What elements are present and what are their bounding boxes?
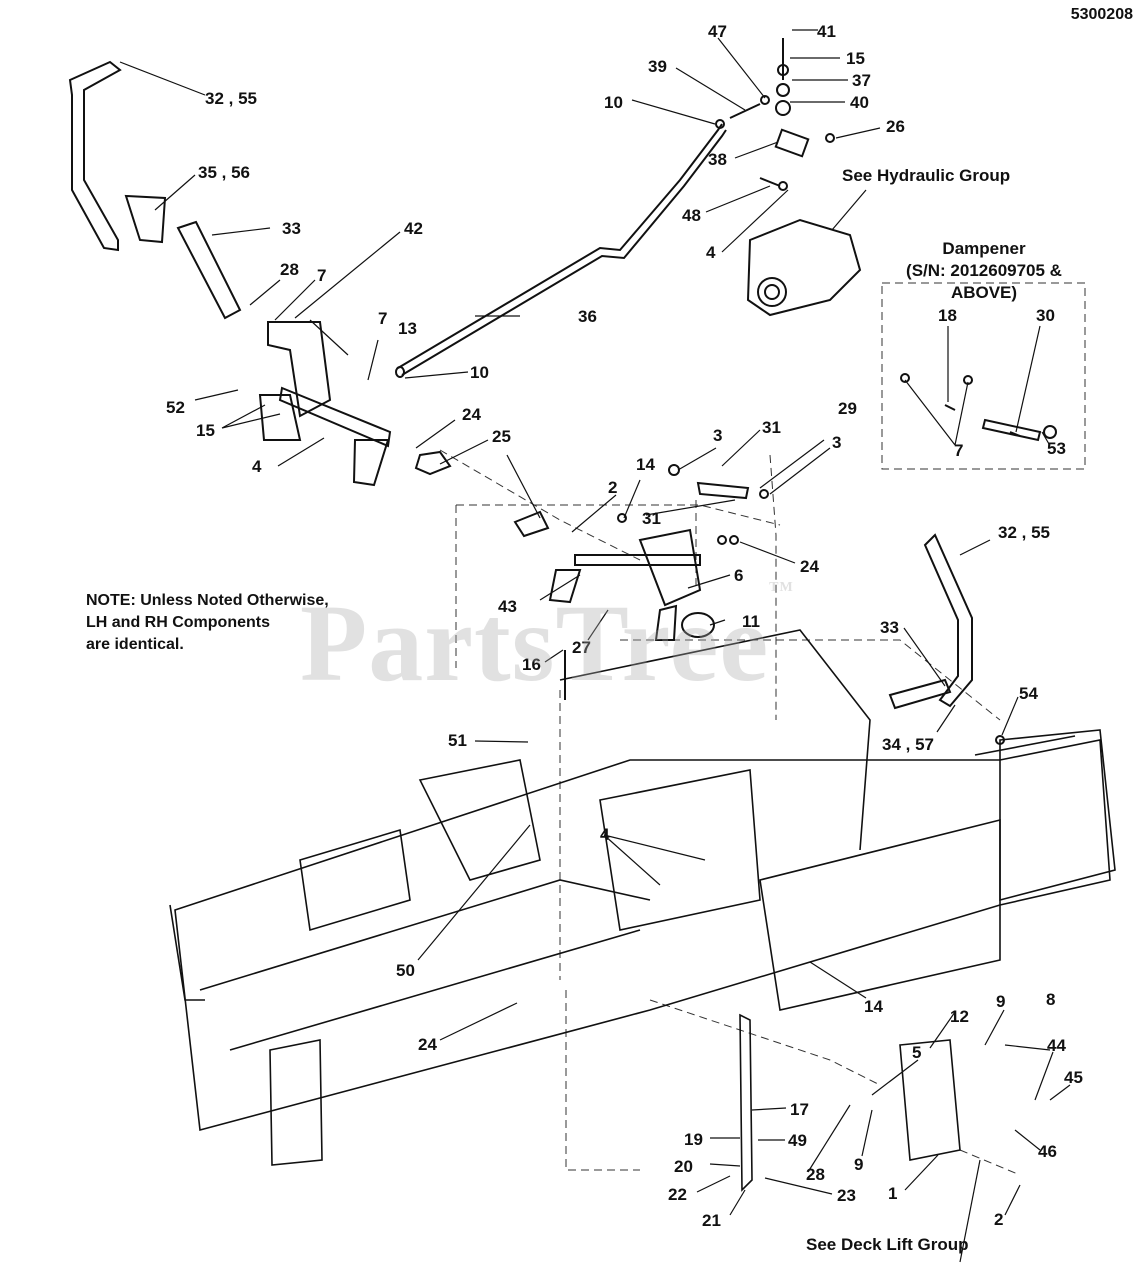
callout-3: 3	[713, 426, 722, 445]
callout-21: 21	[702, 1211, 721, 1230]
callout-33: 33	[880, 618, 899, 637]
callout-37: 37	[852, 71, 871, 90]
callout-4: 4	[600, 825, 610, 844]
callout-10: 10	[470, 363, 489, 382]
leader-lines	[119, 29, 1071, 1263]
document-number: 5300208	[1070, 6, 1133, 23]
callout-31: 31	[642, 509, 661, 528]
control-rod	[395, 123, 727, 378]
callout-9: 9	[854, 1155, 863, 1174]
callout-3: 3	[832, 433, 841, 452]
callout-13: 13	[398, 319, 417, 338]
control-lever-left	[68, 60, 392, 487]
callout-2: 2	[994, 1210, 1003, 1229]
dampener-heading: Dampener (S/N: 2012609705 & ABOVE)	[884, 238, 1084, 304]
callout-48: 48	[682, 206, 701, 225]
callout-7: 7	[954, 441, 963, 460]
callout-23: 23	[837, 1186, 856, 1205]
callout-49: 49	[788, 1131, 807, 1150]
callout-53: 53	[1047, 439, 1066, 458]
callout-26: 26	[886, 117, 905, 136]
callout-22: 22	[668, 1185, 687, 1204]
mower-frame	[169, 629, 1116, 1192]
assembly-guide-lines	[439, 282, 1086, 1176]
watermark-tm: TM	[769, 580, 794, 595]
callout-6: 6	[734, 566, 743, 585]
callout-52: 52	[166, 398, 185, 417]
callout-9: 9	[996, 992, 1005, 1011]
watermark-text: PartsTree	[300, 582, 770, 704]
callout-35-56: 35 , 56	[198, 163, 250, 182]
callout-27: 27	[572, 638, 591, 657]
callout-50: 50	[396, 961, 415, 980]
callout-labels: 41 47 15 39 37 10 40 26 38 48 4 32 , 55 …	[166, 22, 1083, 1230]
mid-linkage-assembly	[414, 450, 769, 700]
callout-32-55: 32 , 55	[205, 89, 257, 108]
callout-24: 24	[418, 1035, 437, 1054]
callout-33: 33	[282, 219, 301, 238]
callout-7: 7	[317, 266, 326, 285]
callout-5: 5	[912, 1043, 921, 1062]
callout-20: 20	[674, 1157, 693, 1176]
callout-42: 42	[404, 219, 423, 238]
callout-39: 39	[648, 57, 667, 76]
callout-41: 41	[817, 22, 836, 41]
callout-32-55: 32 , 55	[998, 523, 1050, 542]
note-text: NOTE: Unless Noted Otherwise, LH and RH …	[86, 592, 329, 653]
callout-25: 25	[492, 427, 511, 446]
callout-47: 47	[708, 22, 727, 41]
callout-10: 10	[604, 93, 623, 112]
callout-40: 40	[850, 93, 869, 112]
callout-17: 17	[790, 1100, 809, 1119]
dampener-title: Dampener	[942, 239, 1026, 258]
dampener-parts	[900, 373, 1057, 442]
control-lever-right	[888, 533, 1005, 745]
dampener-serial: (S/N: 2012609705 & ABOVE)	[906, 261, 1062, 302]
callout-51: 51	[448, 731, 467, 750]
callout-14: 14	[636, 455, 655, 474]
callout-38: 38	[708, 150, 727, 169]
callout-29: 29	[838, 399, 857, 418]
callout-24: 24	[800, 557, 819, 576]
callout-11: 11	[742, 612, 760, 631]
callout-24: 24	[462, 405, 481, 424]
callout-8: 8	[1046, 990, 1055, 1009]
callout-43: 43	[498, 597, 517, 616]
callout-15: 15	[846, 49, 865, 68]
callout-44: 44	[1047, 1036, 1066, 1055]
deck-lift-group-reference[interactable]: See Deck Lift Group	[806, 1235, 969, 1254]
callout-18: 18	[938, 306, 957, 325]
callout-54: 54	[1019, 684, 1038, 703]
callout-4: 4	[252, 457, 262, 476]
callout-30: 30	[1036, 306, 1055, 325]
callout-31: 31	[762, 418, 781, 437]
callout-1: 1	[888, 1184, 897, 1203]
callout-4: 4	[706, 243, 716, 262]
callout-28: 28	[280, 260, 299, 279]
callout-15: 15	[196, 421, 215, 440]
callout-16: 16	[522, 655, 541, 674]
callout-14: 14	[864, 997, 883, 1016]
callout-34-57: 34 , 57	[882, 735, 934, 754]
callout-12: 12	[950, 1007, 969, 1026]
callout-45: 45	[1064, 1068, 1083, 1087]
hydraulic-pump	[715, 38, 862, 317]
callout-46: 46	[1038, 1142, 1057, 1161]
callout-19: 19	[684, 1130, 703, 1149]
callout-7: 7	[378, 309, 387, 328]
callout-36: 36	[578, 307, 597, 326]
hydraulic-group-reference[interactable]: See Hydraulic Group	[842, 166, 1011, 185]
callout-2: 2	[608, 478, 617, 497]
watermark: PartsTreeTM	[300, 580, 794, 707]
callout-28: 28	[806, 1165, 825, 1184]
